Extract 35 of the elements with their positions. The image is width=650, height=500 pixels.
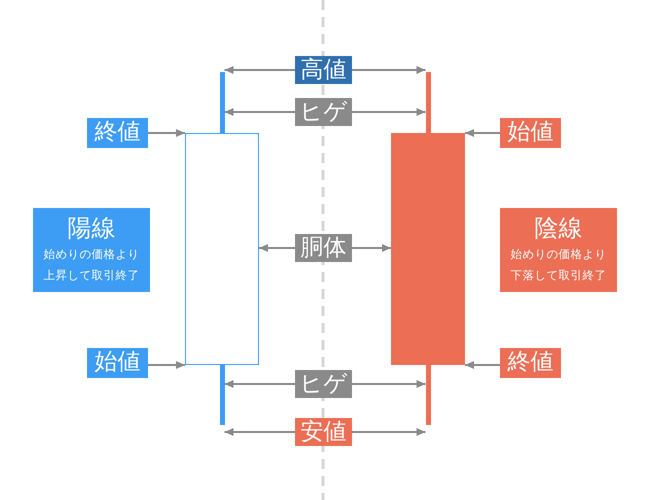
arrow xyxy=(352,380,426,388)
price-label: 終値 xyxy=(500,348,561,378)
arrow xyxy=(352,244,391,252)
arrow xyxy=(224,108,295,116)
arrow xyxy=(224,428,295,436)
upper-wick xyxy=(426,72,430,133)
arrow xyxy=(465,129,500,137)
arrow xyxy=(148,361,185,369)
part-label: ヒゲ xyxy=(295,98,352,126)
part-label: ヒゲ xyxy=(295,370,352,398)
price-label: 始値 xyxy=(87,348,148,378)
arrow xyxy=(352,66,426,74)
info-card xyxy=(33,208,150,292)
arrow xyxy=(465,361,500,369)
arrow xyxy=(259,244,295,252)
price-label: 高値 xyxy=(295,56,352,84)
price-label: 始値 xyxy=(500,118,561,148)
candle-body xyxy=(185,133,259,365)
lower-wick xyxy=(220,365,224,425)
lower-wick xyxy=(426,365,430,425)
price-label: 安値 xyxy=(295,418,352,446)
arrow xyxy=(352,428,426,436)
card-text: 始めりの価格より下落して取引終了 xyxy=(510,246,608,284)
card-text: 始めりの価格より上昇して取引終了 xyxy=(42,246,140,284)
arrow xyxy=(352,108,426,116)
upper-wick xyxy=(220,72,224,133)
part-label: 胴体 xyxy=(295,234,352,262)
arrow xyxy=(148,129,185,137)
candle-body xyxy=(391,133,465,365)
price-label: 終値 xyxy=(87,118,148,148)
card-title: 陰線 xyxy=(534,213,584,244)
info-card xyxy=(500,208,617,292)
arrow xyxy=(224,380,295,388)
arrow xyxy=(224,66,295,74)
card-title: 陽線 xyxy=(66,213,116,244)
